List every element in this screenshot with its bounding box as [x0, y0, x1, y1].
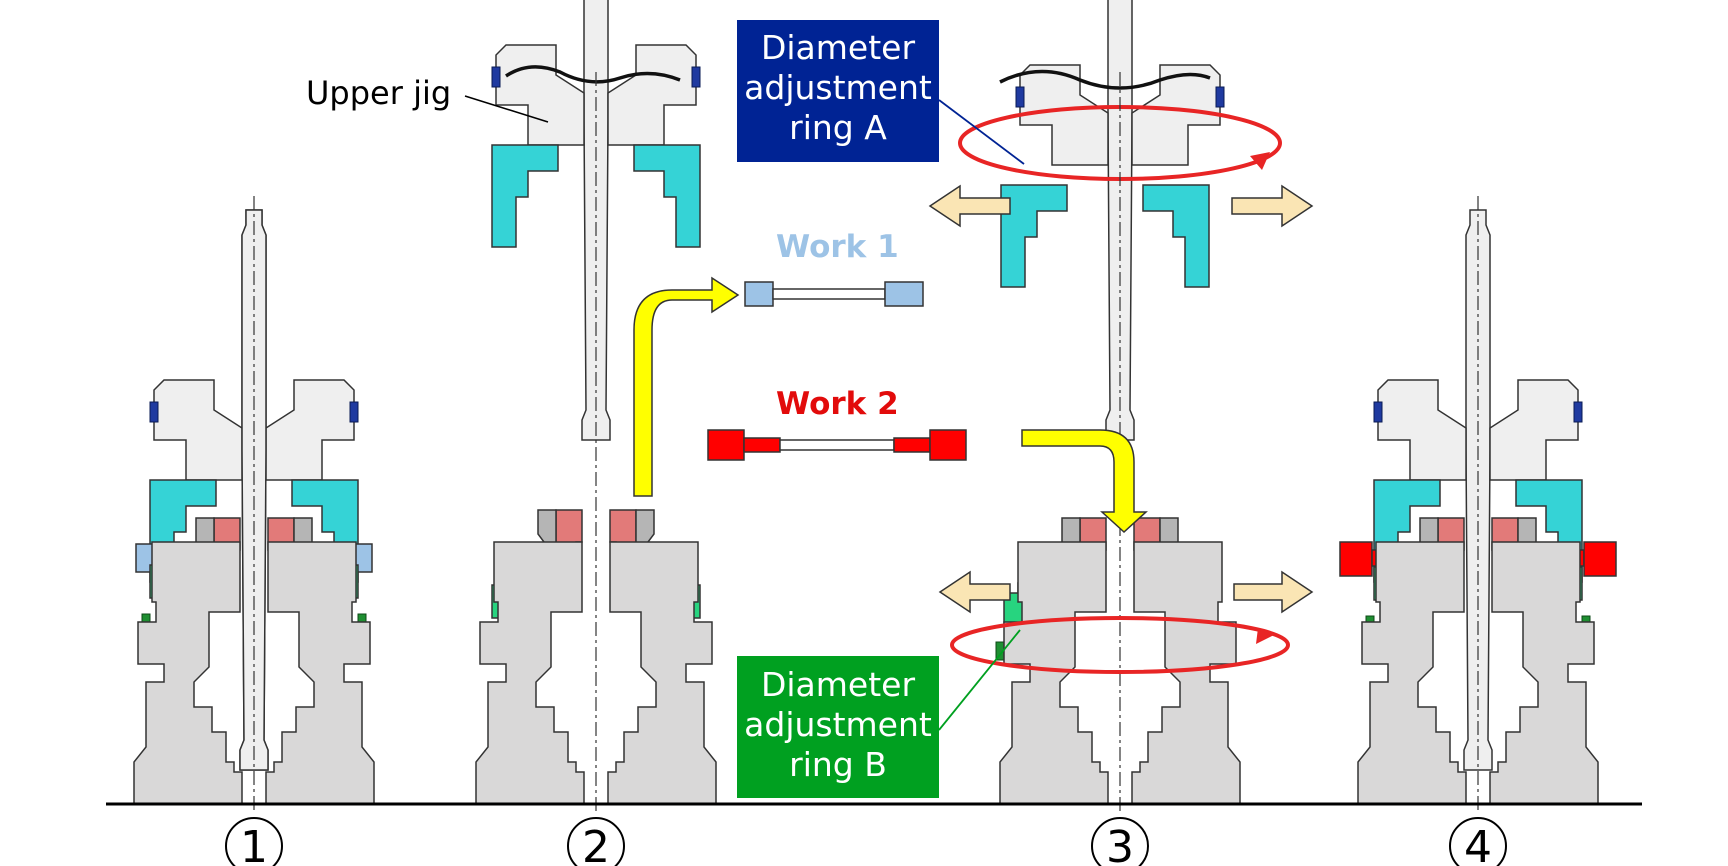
upper-jig-wavy-edge-3: [999, 69, 1211, 90]
work1-label: Work 1: [776, 229, 899, 265]
step-number-2: 2: [582, 822, 610, 866]
step-numbers: 1 2 3 4: [225, 817, 1507, 866]
yellow-arrow-remove-work1: [633, 276, 740, 497]
ring-a-line2: adjustment: [744, 68, 932, 107]
ring-a-line1: Diameter: [761, 28, 915, 67]
upper-jig-label: Upper jig: [306, 74, 451, 112]
step-4-assembly: [1339, 196, 1617, 812]
step-number-4: 4: [1464, 822, 1492, 866]
work2-label: Work 2: [776, 386, 899, 422]
tan-arrow-right-lower: [1233, 570, 1314, 614]
step-number-1: 1: [240, 822, 268, 866]
step-1-assembly: [133, 196, 375, 812]
yellow-arrow-insert-work2: [1021, 429, 1148, 534]
ring-a-line3: ring A: [789, 108, 887, 147]
ring-b-line2: adjustment: [744, 705, 932, 744]
step-number-3: 3: [1106, 822, 1134, 866]
tan-arrow-left-lower: [938, 570, 1011, 614]
ring-b-line1: Diameter: [761, 665, 915, 704]
upper-jig-leader: [464, 95, 549, 123]
step-2-assembly: [475, 0, 740, 812]
cyan-ring-expanded: [1000, 184, 1210, 288]
ring-b-line3: ring B: [789, 745, 887, 784]
ring-b-callout: Diameter adjustment ring B: [737, 629, 1021, 798]
work2-part: [707, 429, 967, 461]
ring-a-callout: Diameter adjustment ring A: [737, 20, 1025, 165]
tan-arrow-right-upper: [1231, 184, 1314, 228]
work1-part: [744, 281, 924, 307]
rotation-ring-b: [950, 616, 1290, 674]
step-3-assembly: [928, 0, 1314, 812]
tan-arrow-left-upper: [928, 184, 1011, 228]
upper-jig-wavy-edge: [505, 65, 681, 84]
